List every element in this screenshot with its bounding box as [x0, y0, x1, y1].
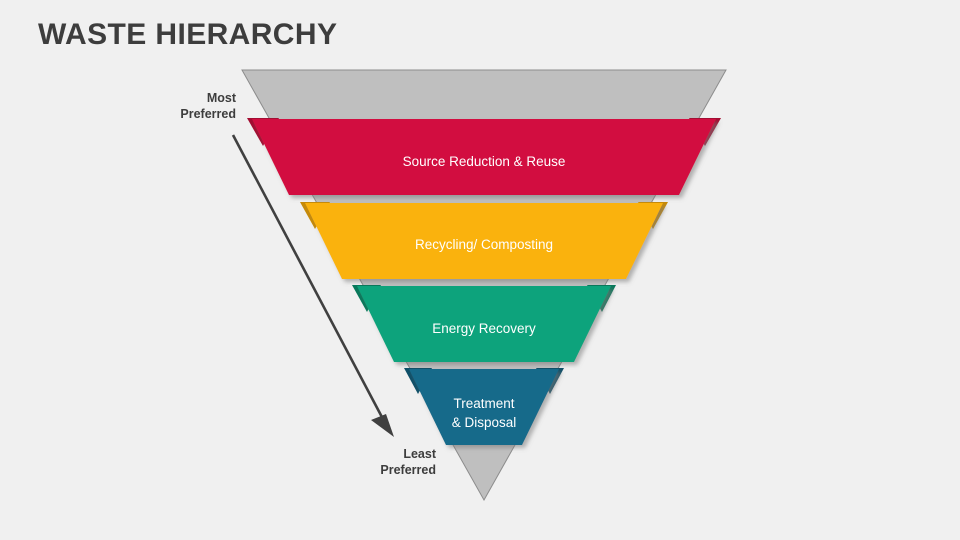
least-preferred-label: Least Preferred — [380, 447, 436, 477]
page-title: WASTE HIERARCHY — [38, 18, 338, 51]
funnel-level-energy-recovery[interactable] — [352, 285, 616, 362]
funnel-level-source-reduction[interactable] — [247, 118, 721, 195]
funnel-level-treatment-disposal[interactable] — [404, 368, 564, 445]
arrow-head-icon — [371, 414, 394, 437]
funnel-level-recycling[interactable] — [300, 202, 668, 279]
arrow-line — [231, 134, 386, 422]
level-3-shape — [357, 286, 611, 362]
most-preferred-label: Most Preferred — [180, 91, 236, 121]
level-4-shape — [409, 369, 559, 445]
direction-arrow — [231, 134, 394, 437]
level-2-shape — [305, 203, 663, 279]
level-1-shape — [252, 119, 716, 195]
